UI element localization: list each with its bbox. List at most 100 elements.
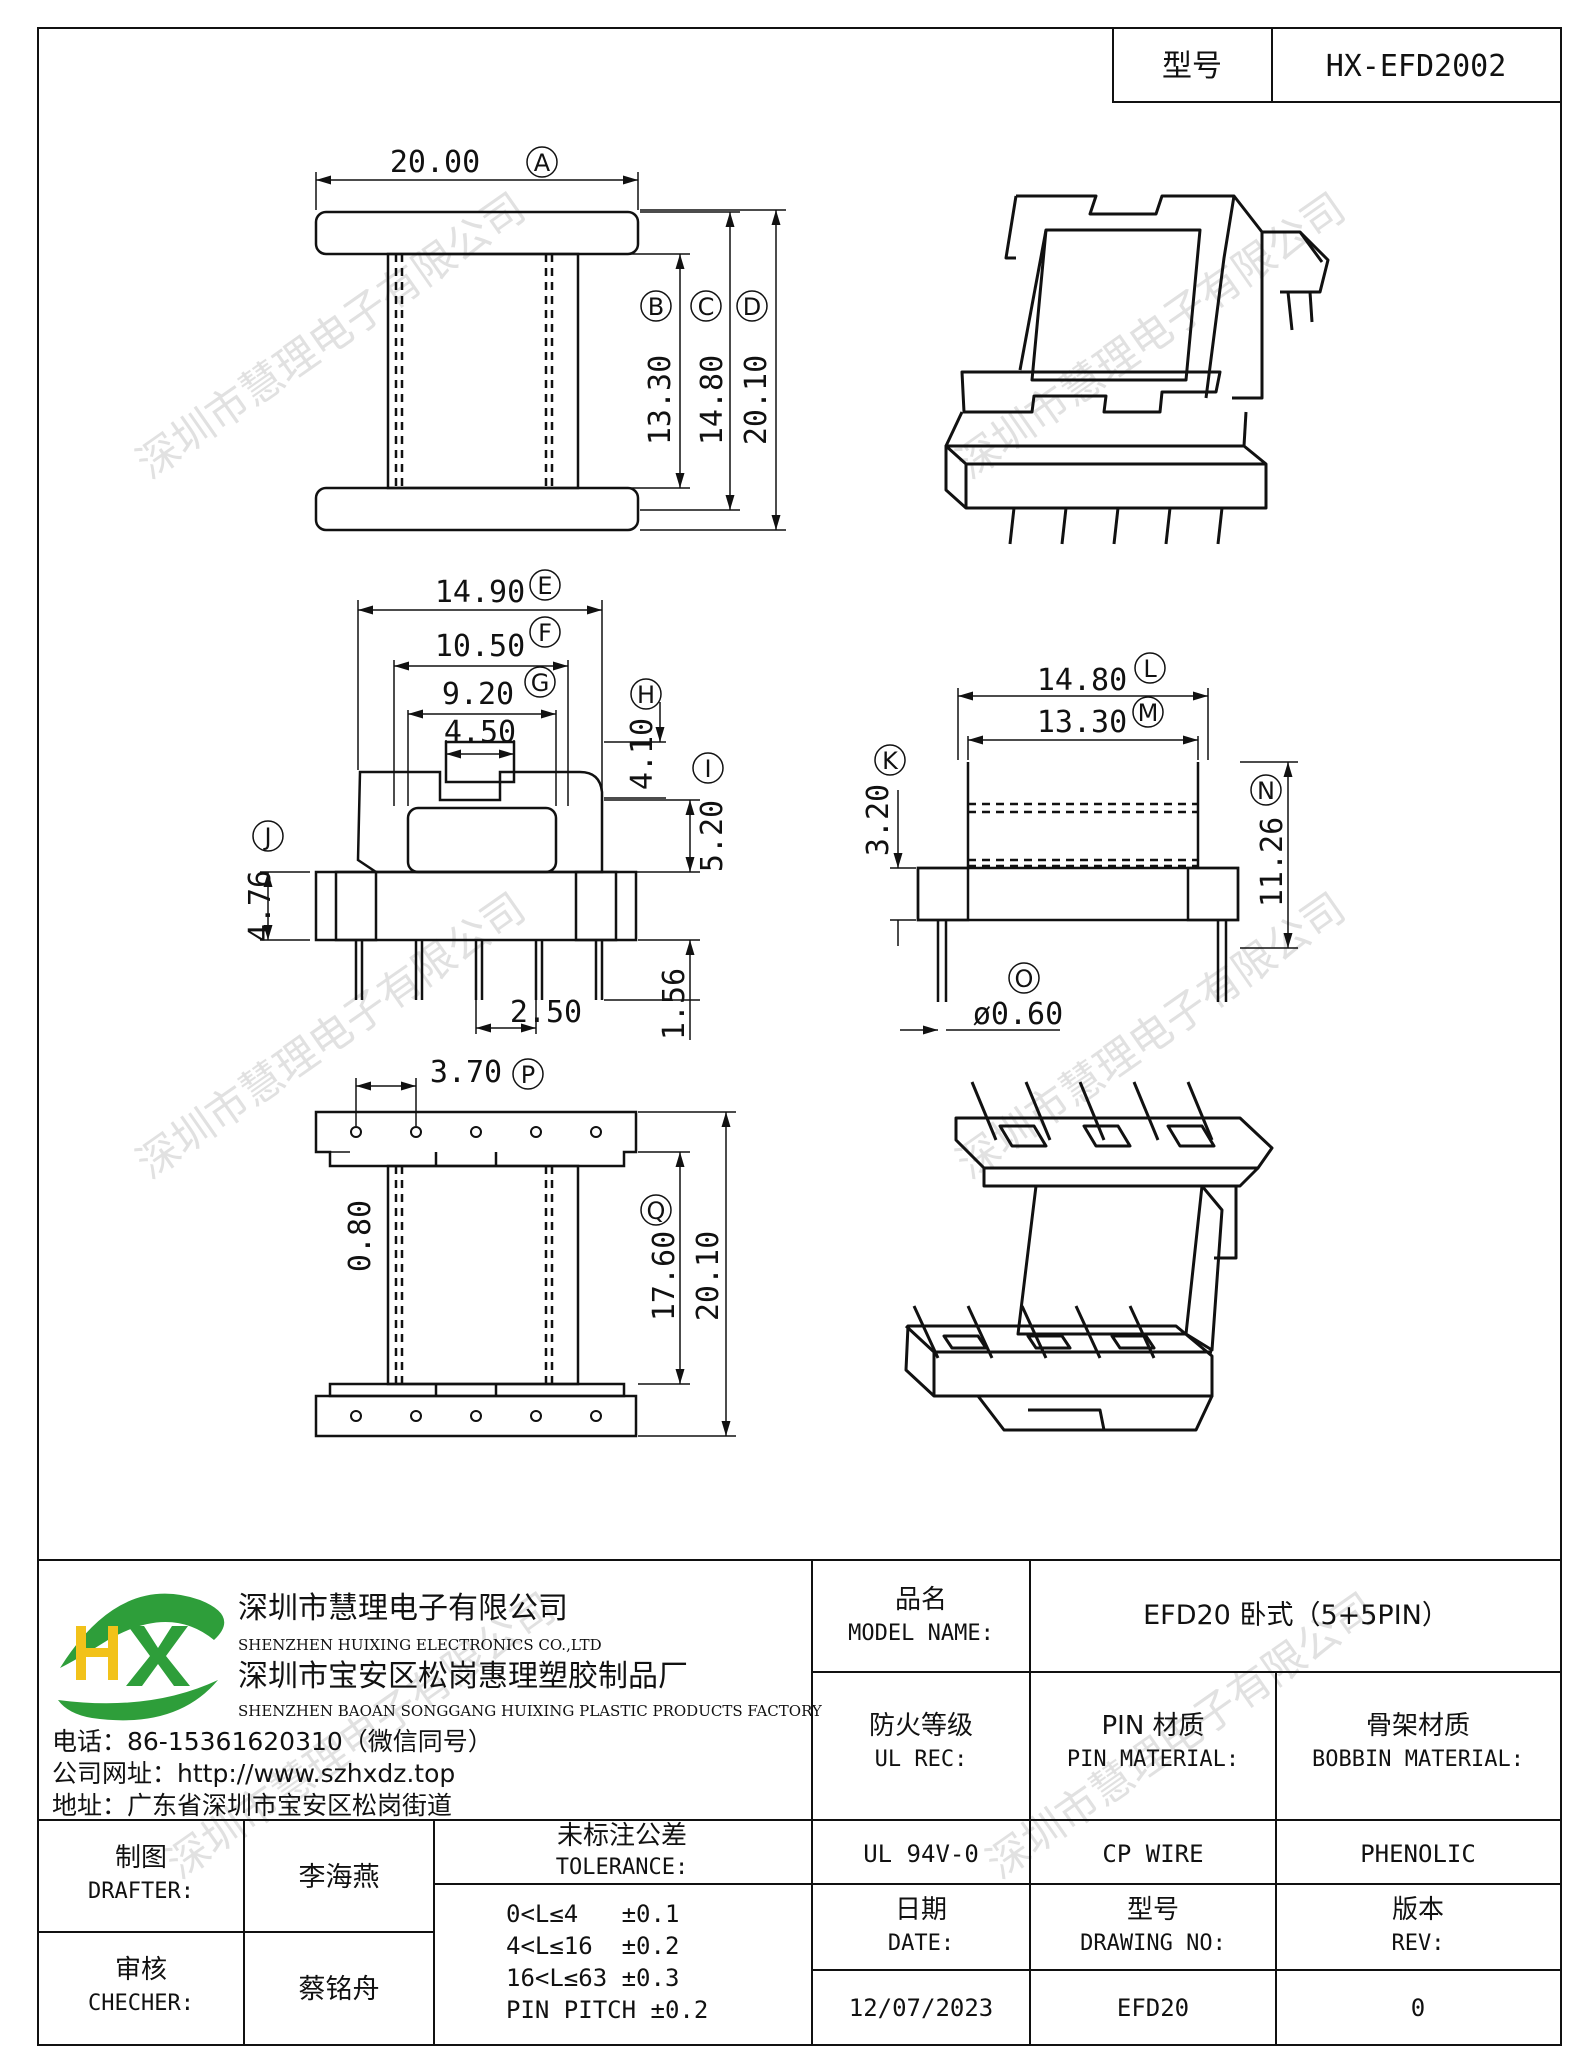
- side-view: [916, 762, 1240, 1002]
- dim-C: 14.80 C: [690, 290, 730, 445]
- sheet-border: [37, 27, 1562, 2046]
- tolerance-line-2: 4<L≤16 ±0.2: [506, 1932, 679, 1960]
- dim-M: 13.30 M: [1037, 696, 1164, 740]
- bobbin-material-label-en: BOBBIN MATERIAL:: [1312, 1747, 1524, 1772]
- dim-E: 14.90 E: [435, 569, 561, 610]
- dim-N: 11.26 N: [1250, 774, 1290, 907]
- fire-rating-value: UL 94V-0: [863, 1840, 979, 1868]
- company-name-en: SHENZHEN HUIXING ELECTRONICS CO.,LTD: [238, 1636, 602, 1654]
- dim-I-letter: I: [704, 755, 711, 783]
- header-model-label: 型号: [1162, 49, 1222, 84]
- dim-R: 20.10: [691, 1231, 726, 1321]
- fire-rating-label-en: UL REC:: [875, 1747, 968, 1772]
- dim-G-value: 9.20: [442, 677, 514, 712]
- top-view: [314, 210, 640, 532]
- bottom-view: [314, 1110, 638, 1438]
- dim-I-value: 5.20: [695, 800, 730, 872]
- iso-view-upper: [944, 194, 1330, 545]
- bobbin-material-label-cn: 骨架材质: [1366, 1711, 1470, 1741]
- header-model-box: 型号 HX-EFD2002: [1112, 27, 1562, 103]
- bottom-view-pins: [350, 1126, 602, 1422]
- dim-Q-letter: Q: [647, 1197, 666, 1225]
- tolerance-label-en: TOLERANCE:: [556, 1855, 688, 1880]
- rev-value: 0: [1411, 1994, 1425, 2022]
- front-view-dims: [260, 600, 700, 1040]
- dim-R-value: 20.10: [691, 1231, 726, 1321]
- tolerance-line-3: 16<L≤63 ±0.3: [506, 1964, 679, 1992]
- dim-L-letter: L: [1143, 655, 1157, 683]
- dim-K: 3.20 K: [861, 744, 906, 856]
- dim-G2-value: 4.50: [444, 715, 516, 750]
- side-view-dims: [890, 688, 1298, 1035]
- dim-B: 13.30 B: [640, 290, 678, 445]
- dim-H: 4.10 H: [625, 678, 662, 790]
- dim-O-letter: O: [1015, 965, 1034, 993]
- watermark-3: 深圳市慧理电子有限公司: [128, 883, 535, 1188]
- dim-M-value: 13.30: [1037, 705, 1127, 740]
- dim-H-letter: H: [637, 681, 655, 709]
- watermark-1: 深圳市慧理电子有限公司: [128, 183, 535, 488]
- bottom-view-dims: [330, 1078, 736, 1437]
- dim-D-letter: D: [743, 293, 761, 321]
- date-label-en: DATE:: [888, 1931, 954, 1956]
- dim-J-letter: J: [262, 823, 271, 851]
- factory-name-cn: 深圳市宝安区松岗惠理塑胶制品厂: [238, 1659, 688, 1694]
- dim-N-letter: N: [1257, 777, 1275, 805]
- front-view: [314, 740, 638, 1000]
- dim-A-letter: A: [534, 149, 551, 177]
- date-value: 12/07/2023: [849, 1994, 994, 2022]
- iso-view-lower: [904, 1081, 1274, 1432]
- model-name-label-cn: 品名: [895, 1585, 947, 1615]
- dim-slot-value: 0.80: [343, 1200, 378, 1272]
- rev-label-en: REV:: [1392, 1931, 1445, 1956]
- title-block-lines: [38, 1559, 1561, 2045]
- dim-M-letter: M: [1138, 699, 1159, 727]
- dim-C-value: 14.80: [695, 355, 730, 445]
- dim-K-value: 3.20: [861, 784, 896, 856]
- dim-J-value: 4.76: [243, 870, 278, 942]
- dim-Q: 17.60 Q: [640, 1194, 682, 1321]
- dim-O: O ø0.60: [973, 962, 1063, 1032]
- checker-label-cn: 审核: [115, 1955, 167, 1985]
- company-logo: [58, 1593, 225, 1721]
- dim-pin-pitch: 2.50: [510, 995, 582, 1030]
- date-label-cn: 日期: [895, 1895, 947, 1925]
- dim-N-value: 11.26: [1255, 817, 1290, 907]
- dim-P-value: 3.70: [430, 1055, 502, 1090]
- drawing-no-label-en: DRAWING NO:: [1080, 1931, 1226, 1956]
- dim-F: 10.50 F: [435, 616, 561, 664]
- dim-pin-len-value: 1.56: [657, 968, 692, 1040]
- dim-I: 5.20 I: [692, 752, 730, 872]
- dim-D: 20.10 D: [736, 290, 774, 445]
- company-name-cn: 深圳市慧理电子有限公司: [238, 1591, 568, 1626]
- dim-A-value: 20.00: [390, 145, 480, 180]
- checker-label-en: CHECHER:: [88, 1991, 194, 2016]
- tolerance-line-4: PIN PITCH ±0.2: [506, 1996, 708, 2024]
- dim-E-value: 14.90: [435, 575, 525, 610]
- dim-L: 14.80 L: [1037, 652, 1166, 698]
- drafter-label-cn: 制图: [115, 1843, 167, 1873]
- header-model-value: HX-EFD2002: [1326, 49, 1507, 84]
- dim-D-value: 20.10: [739, 355, 774, 445]
- dim-F-letter: F: [538, 619, 552, 647]
- dim-G2: 4.50: [444, 715, 516, 750]
- dim-L-value: 14.80: [1037, 663, 1127, 698]
- rev-label-cn: 版本: [1392, 1895, 1444, 1925]
- pin-material-label-en: PIN MATERIAL:: [1067, 1747, 1239, 1772]
- dim-G: 9.20 G: [442, 666, 556, 712]
- drawing-no-label-cn: 型号: [1127, 1895, 1179, 1925]
- company-web: 公司网址：http://www.szhxdz.top: [52, 1759, 455, 1788]
- dim-O-value: ø0.60: [973, 997, 1063, 1032]
- company-address: 地址：广东省深圳市宝安区松岗街道: [52, 1791, 452, 1820]
- dim-Q-value: 17.60: [647, 1231, 682, 1321]
- drafter-label-en: DRAFTER:: [88, 1879, 194, 1904]
- drafter-name: 李海燕: [299, 1862, 380, 1893]
- dim-G-letter: G: [531, 669, 550, 697]
- tolerance-label-cn: 未标注公差: [557, 1821, 687, 1851]
- fire-rating-label-cn: 防火等级: [869, 1711, 973, 1741]
- pin-material-label-cn: PIN 材质: [1101, 1711, 1204, 1741]
- company-phone: 电话：86-15361620310（微信同号）: [52, 1727, 493, 1756]
- dim-P-letter: P: [521, 1061, 535, 1089]
- model-name-value: EFD20 卧式（5+5PIN）: [1143, 1600, 1449, 1631]
